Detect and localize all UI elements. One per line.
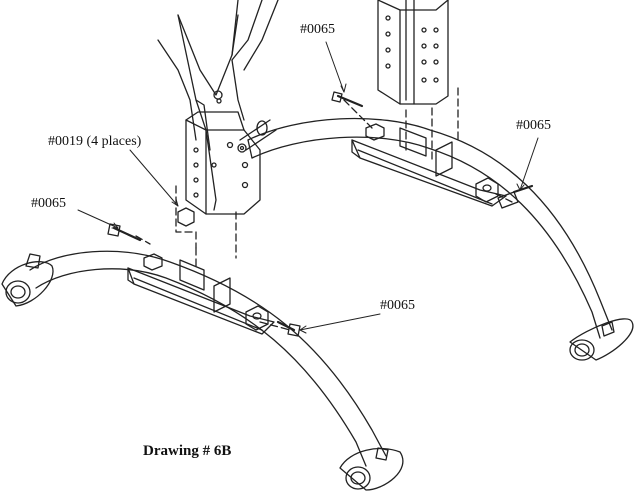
- rear-upright-plates: [377, 0, 449, 105]
- callout-part-0065-left: #0065: [31, 196, 66, 211]
- upright-frame: [157, 0, 279, 227]
- drawing-title: Drawing # 6B: [143, 443, 232, 459]
- alignment-guides: [135, 87, 513, 331]
- callout-part-0065-right: #0065: [516, 118, 551, 133]
- rear-base-frame: [247, 91, 634, 361]
- callout-part-0019: #0019 (4 places): [48, 134, 142, 149]
- leader-lines: [77, 41, 539, 334]
- callout-part-0065-top: #0065: [300, 22, 335, 37]
- callout-part-0065-bottom: #0065: [380, 298, 415, 313]
- front-base-frame: [1, 223, 404, 491]
